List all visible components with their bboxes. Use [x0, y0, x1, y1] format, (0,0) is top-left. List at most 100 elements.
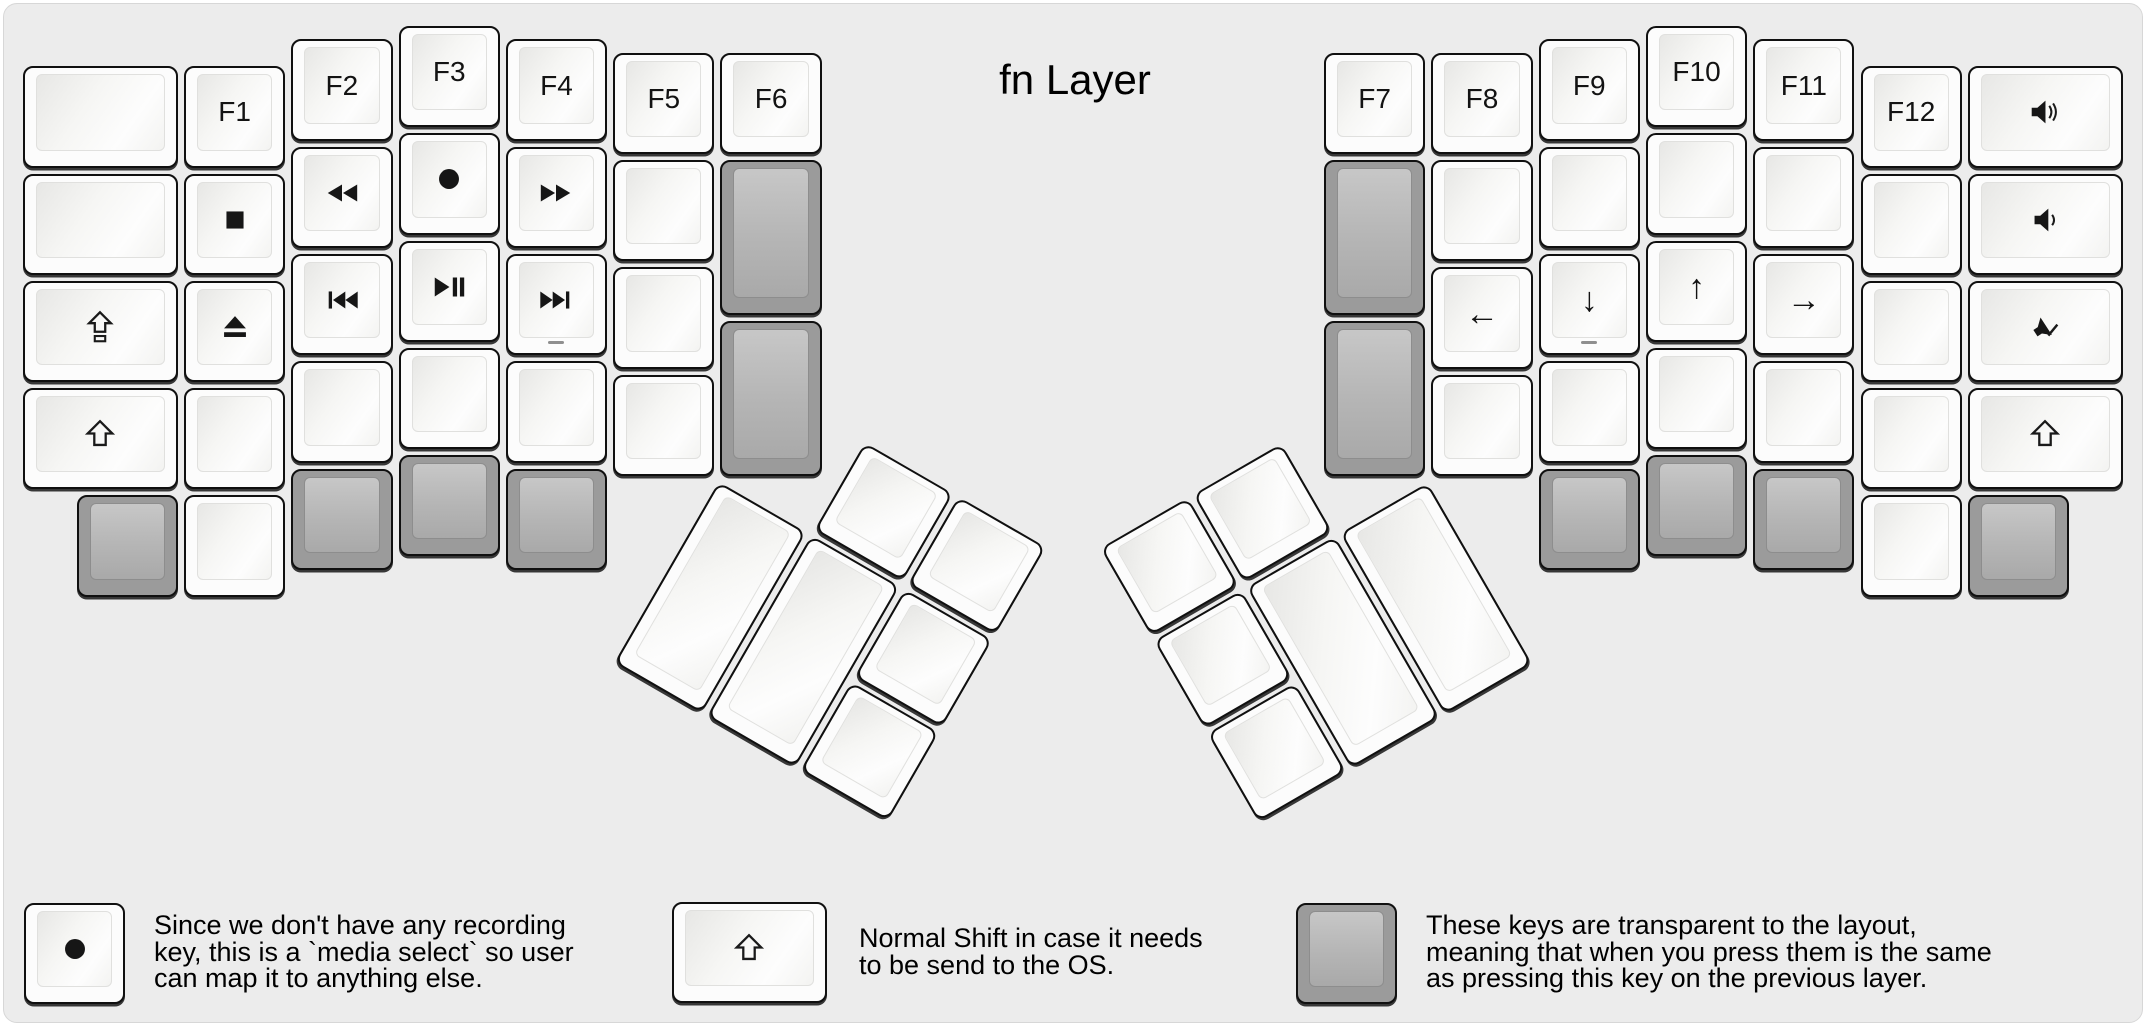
key-blank[interactable] — [1645, 133, 1748, 235]
keycap-top — [1873, 288, 1949, 366]
key-label: F1 — [218, 96, 251, 128]
key-f7[interactable]: F7 — [1324, 52, 1426, 155]
key-blank[interactable] — [1860, 388, 1962, 490]
keycap-top: F8 — [1444, 60, 1520, 138]
key-f10[interactable]: F10 — [1645, 26, 1748, 128]
legend-text-3: These keys are transparent to the layout… — [1426, 910, 1992, 993]
keycap-top — [873, 602, 978, 707]
key-volume-up[interactable] — [1967, 66, 2123, 168]
key-next-track[interactable] — [505, 254, 608, 356]
key-blank[interactable] — [1860, 173, 1962, 275]
key-f3[interactable]: F3 — [398, 26, 500, 128]
key-label: ← — [1464, 294, 1499, 333]
key-f12[interactable]: F12 — [1860, 66, 1962, 168]
key-shift[interactable] — [23, 388, 178, 490]
key-transparent[interactable] — [1645, 455, 1748, 557]
key-blank[interactable] — [23, 173, 178, 275]
keycap-top — [1766, 369, 1842, 446]
key-blank[interactable] — [1645, 347, 1748, 450]
keycap-top — [304, 476, 380, 553]
key-eject[interactable] — [183, 280, 286, 383]
homing-bar — [548, 341, 565, 345]
key-transparent[interactable] — [76, 495, 178, 597]
key-blank[interactable] — [505, 361, 608, 463]
key-transparent[interactable] — [1324, 160, 1426, 316]
key-blank[interactable] — [1538, 146, 1640, 248]
key-blank[interactable] — [1860, 495, 1962, 597]
keycap-top: F12 — [1873, 74, 1949, 151]
shift-icon — [2026, 415, 2064, 453]
key-arrow-left[interactable]: ← — [1431, 267, 1533, 369]
key-rewind[interactable] — [291, 146, 393, 248]
key-f8[interactable]: F8 — [1431, 52, 1533, 155]
key-caps-lock[interactable] — [23, 280, 178, 383]
key-blank[interactable] — [1753, 146, 1855, 248]
key-blank[interactable] — [183, 495, 286, 597]
keycap-top — [820, 695, 924, 800]
play-pause-icon — [430, 268, 468, 306]
key-blank[interactable] — [1860, 280, 1962, 383]
shift-icon — [81, 415, 119, 453]
key-mute[interactable] — [1967, 280, 2123, 383]
key-volume-down[interactable] — [1967, 173, 2123, 275]
key-f9[interactable]: F9 — [1538, 39, 1640, 141]
key-arrow-up[interactable]: ↑ — [1645, 240, 1748, 342]
keycap-top: ← — [1444, 275, 1520, 352]
key-prev-track[interactable] — [291, 254, 393, 356]
key-shift[interactable] — [1967, 388, 2123, 490]
key-label: F8 — [1465, 82, 1499, 114]
keycap-top — [1222, 696, 1327, 801]
key-play-pause[interactable] — [398, 240, 500, 342]
keycap-top: F2 — [304, 47, 380, 124]
key-transparent — [1296, 903, 1398, 1005]
key-f2[interactable]: F2 — [291, 39, 393, 141]
key-transparent[interactable] — [505, 468, 608, 570]
volume-up-icon — [2026, 93, 2064, 131]
key-f6[interactable]: F6 — [720, 52, 822, 155]
key-blank[interactable] — [1538, 361, 1640, 463]
keycap-top — [1309, 911, 1385, 988]
key-transparent[interactable] — [1753, 468, 1855, 570]
keycap-top: ↑ — [1658, 248, 1735, 325]
key-blank[interactable] — [183, 388, 286, 490]
key-transparent[interactable] — [720, 160, 822, 316]
keycap-top: F3 — [411, 34, 487, 111]
keycap-top: F11 — [1766, 47, 1842, 124]
keycap-top — [411, 248, 487, 325]
keycap-top — [1980, 288, 2110, 366]
key-blank[interactable] — [291, 361, 393, 463]
key-transparent[interactable] — [398, 455, 500, 557]
keycap-top — [196, 396, 273, 473]
key-transparent[interactable] — [720, 321, 822, 476]
key-label: F3 — [432, 56, 466, 88]
key-transparent[interactable] — [1324, 321, 1426, 476]
key-blank[interactable] — [23, 66, 178, 168]
keycap-top: F1 — [196, 74, 273, 151]
key-blank[interactable] — [1753, 361, 1855, 463]
key-stop[interactable] — [183, 173, 286, 275]
keycap-top — [626, 382, 702, 460]
keycap-top — [1115, 510, 1219, 615]
key-f1[interactable]: F1 — [183, 66, 286, 168]
key-transparent[interactable] — [1538, 468, 1640, 570]
key-transparent[interactable] — [1967, 495, 2070, 597]
key-blank[interactable] — [613, 160, 715, 262]
key-label: F11 — [1780, 69, 1827, 101]
key-f4[interactable]: F4 — [505, 39, 608, 141]
key-blank[interactable] — [1431, 374, 1533, 477]
key-label: → — [1786, 281, 1821, 320]
key-f11[interactable]: F11 — [1753, 39, 1855, 141]
key-media-select[interactable] — [398, 133, 500, 235]
key-arrow-right[interactable]: → — [1753, 254, 1855, 356]
keycap-top — [1980, 181, 2110, 258]
key-blank[interactable] — [1431, 160, 1533, 262]
key-blank[interactable] — [613, 267, 715, 369]
key-blank[interactable] — [398, 347, 500, 450]
key-transparent[interactable] — [291, 468, 393, 570]
key-fast-forward[interactable] — [505, 146, 608, 248]
key-f5[interactable]: F5 — [613, 52, 715, 155]
record-icon — [430, 160, 468, 198]
key-arrow-down[interactable]: ↓ — [1538, 254, 1640, 356]
key-blank[interactable] — [613, 374, 715, 477]
